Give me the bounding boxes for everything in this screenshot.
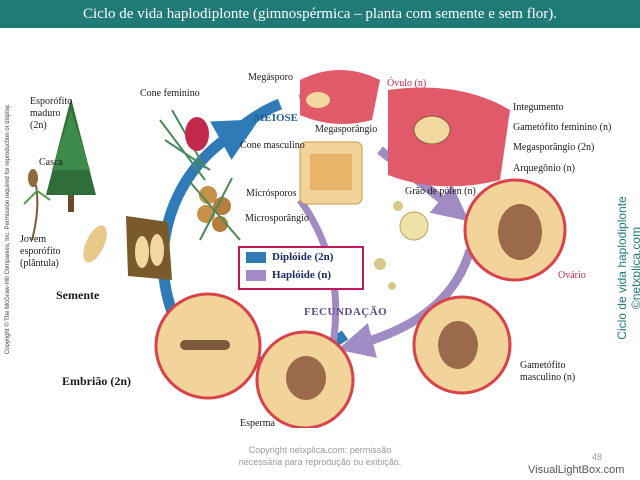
page-number: 48 xyxy=(592,452,603,462)
label-integument: Integumento xyxy=(513,102,564,113)
male-gametophyte-circle xyxy=(412,295,512,395)
megasporangium-illustration xyxy=(300,70,380,124)
label-female-gametophyte: Gametófito feminino (n) xyxy=(513,122,612,133)
male-cone xyxy=(189,177,241,241)
label-megasporangium-2n: Megasporângio (2n) xyxy=(513,142,595,153)
label-fertilization: FECUNDAÇÃO xyxy=(304,306,388,318)
label-microsporangium: Microsporângio xyxy=(245,213,309,224)
label-microspores: Micrósporos xyxy=(246,188,297,199)
label-male-cone: Cone masculino xyxy=(240,140,305,151)
sperm-circle xyxy=(255,330,355,428)
label-mature-sporophyte: Esporófito maduro (2n) xyxy=(30,96,73,131)
pollen-grains xyxy=(374,201,429,290)
label-sperm: Esperma xyxy=(240,418,275,429)
legend-diploid-label: Diplóide (2n) xyxy=(272,251,334,263)
embryo-circle xyxy=(154,292,262,400)
legend-haploid-label: Haplóide (n) xyxy=(272,269,331,281)
slide-title: Ciclo de vida haplodiplonte (gimnospérmi… xyxy=(0,0,640,28)
label-seed: Semente xyxy=(56,288,100,302)
label-megaspore: Megásporo xyxy=(248,72,293,83)
footer-copyright: Copyright netxplica.com: permissão neces… xyxy=(238,445,402,467)
legend-diploid: Diplóide (2n) xyxy=(240,248,362,266)
ovule-illustration xyxy=(388,87,510,187)
side-brand: Ciclo de vida haplodiplonte ©netxplica.c… xyxy=(615,196,640,340)
legend-haploid-swatch xyxy=(246,270,266,281)
microsporangium-illustration xyxy=(299,141,363,205)
watermark: VisualLightBox.com xyxy=(528,464,625,476)
life-cycle-diagram xyxy=(23,70,567,428)
young-sporophyte-seedling xyxy=(23,169,51,241)
side-copyright: Copyright © The McGraw-Hill Companies, I… xyxy=(5,103,11,355)
diploid-arrow-top xyxy=(236,98,283,133)
seed-illustration xyxy=(83,216,172,280)
legend-box: Diplóide (2n) Haplóide (n) xyxy=(238,246,364,290)
label-megasporangium: Megasporângio xyxy=(315,124,378,135)
legend-haploid: Haplóide (n) xyxy=(240,266,362,284)
label-bark: Casca xyxy=(39,157,63,168)
legend-diploid-swatch xyxy=(246,252,266,263)
label-pollen-grain: Grão de pólen (n) xyxy=(405,186,476,197)
label-meiosis: MEIOSE xyxy=(254,112,299,124)
label-ovary: Ovário xyxy=(558,270,586,281)
label-ovule: Óvulo (n) xyxy=(387,78,427,89)
ovary-circle xyxy=(463,178,567,282)
label-male-gametophyte: Gametófito masculino (n) xyxy=(520,360,576,383)
label-embryo: Embrião (2n) xyxy=(62,374,131,388)
label-archegonium: Arquegônio (n) xyxy=(513,163,575,174)
mature-sporophyte-tree xyxy=(46,98,96,212)
label-young-sporophyte: Jovem esporófito (plântula) xyxy=(20,234,61,269)
female-cone xyxy=(159,109,211,181)
diploid-arrow-left xyxy=(157,119,260,333)
label-female-cone: Cone feminino xyxy=(140,88,200,99)
